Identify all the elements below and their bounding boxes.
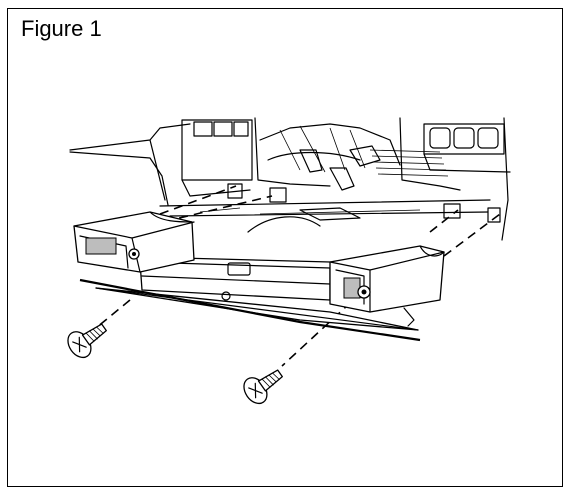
dashboard-background [69, 117, 511, 241]
mounting-bracket [73, 211, 445, 342]
screw-left [67, 323, 107, 359]
figure-title: Figure 1 [21, 16, 102, 41]
screw-right [243, 369, 283, 405]
